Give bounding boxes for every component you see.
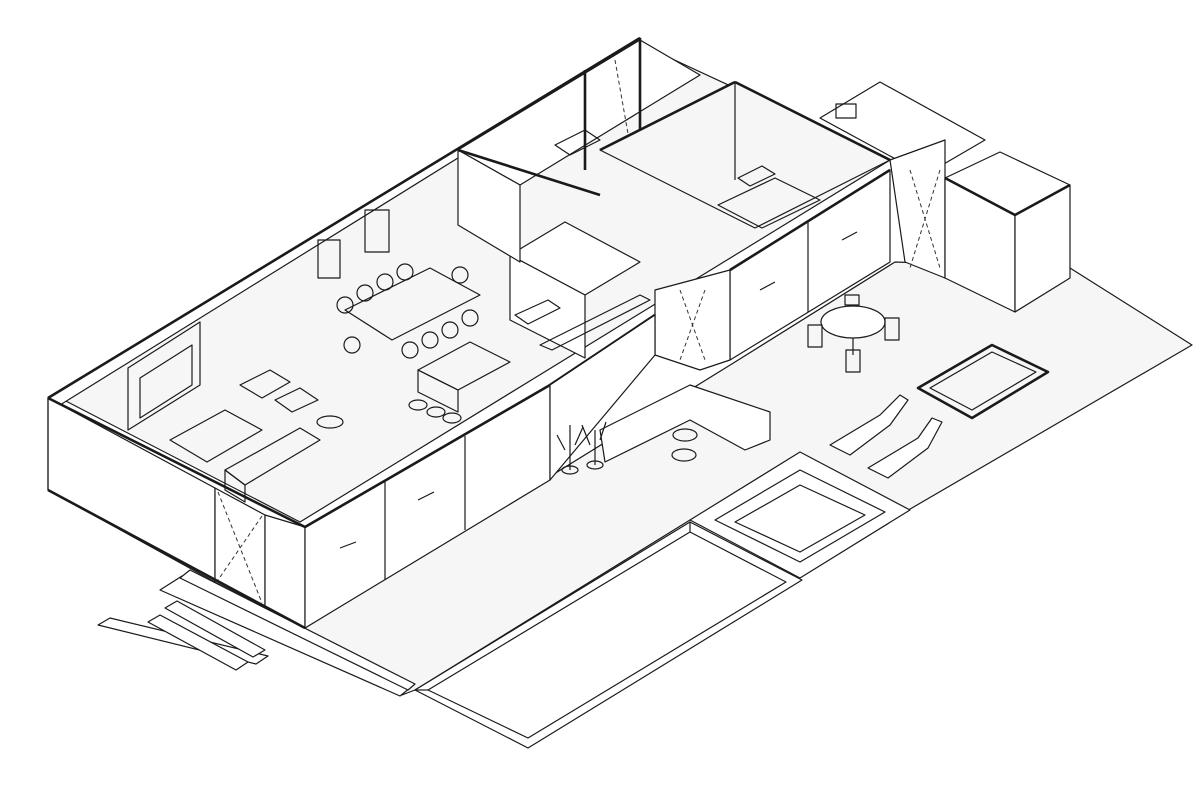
wall-frame xyxy=(364,209,390,253)
dining-table xyxy=(344,267,481,341)
vanity xyxy=(554,129,601,156)
outdoor-sofa xyxy=(599,384,771,463)
side-table xyxy=(672,428,698,442)
tv-unit xyxy=(127,321,201,431)
outdoor-dining xyxy=(807,294,900,373)
bed xyxy=(717,177,821,229)
steps xyxy=(97,569,416,697)
hot-tub xyxy=(689,451,911,579)
window xyxy=(835,103,857,119)
planters xyxy=(556,421,607,475)
sun-loungers xyxy=(829,394,943,479)
cooktop xyxy=(514,299,561,325)
armchair xyxy=(274,387,319,413)
right-room xyxy=(819,81,1071,313)
wall-frame xyxy=(317,239,341,279)
nightstand xyxy=(737,165,776,187)
coffee-table xyxy=(169,409,263,463)
kitchen xyxy=(509,221,651,359)
bar-stools xyxy=(408,399,462,424)
side-table xyxy=(316,415,344,429)
bathroom xyxy=(457,38,701,263)
armchair xyxy=(239,369,291,399)
bedroom xyxy=(549,80,891,481)
side-table xyxy=(671,448,697,462)
skylight xyxy=(916,343,1050,420)
dining-chairs xyxy=(336,263,479,359)
pool xyxy=(414,521,803,749)
